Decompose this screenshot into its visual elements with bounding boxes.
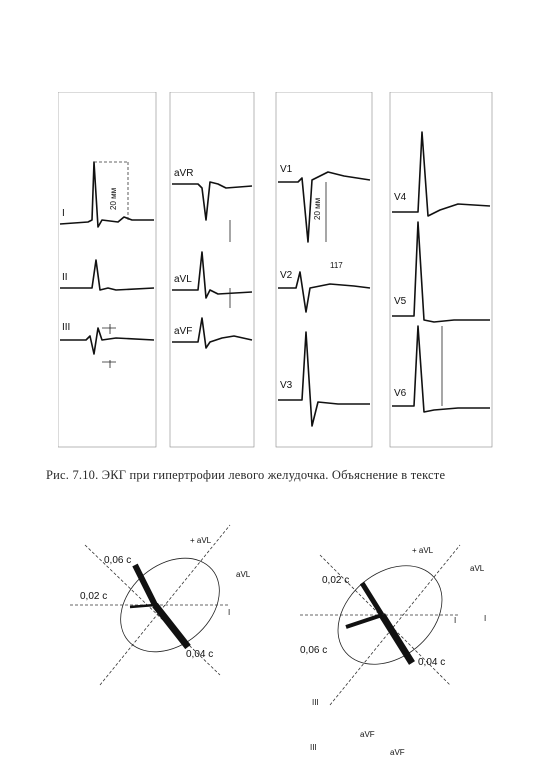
ecg-panel-limb-1: I 20 мм II III [58, 92, 157, 448]
time-label-0-04: 0,04 c [186, 649, 213, 660]
bottom-right-label: aVF [390, 748, 405, 757]
time-label-0-06: 0,06 c [104, 555, 131, 566]
time-label-0-02-right: 0,02 c [322, 575, 349, 586]
avl-pole-label: + aVL [190, 536, 212, 545]
ecg-panel-limb-2: aVR aVL aVF [169, 92, 255, 448]
axis-label-i: I [228, 608, 230, 617]
lead-label-v5: V5 [394, 296, 407, 307]
avl-pole-label-right: + aVL [412, 546, 434, 555]
vector-figure: 0,06 c 0,02 c 0,04 c + aVL I aVL 0,02 c … [70, 524, 486, 757]
measure-label-1: 20 мм [109, 188, 118, 210]
lead-label-v4: V4 [394, 192, 407, 203]
side-label-avl: aVL [236, 570, 251, 579]
lead-label-v2: V2 [280, 270, 293, 281]
figure-caption: Рис. 7.10. ЭКГ при гипертрофии левого же… [46, 468, 446, 482]
ecg-panel-chest-2: V4 V5 V6 [389, 92, 493, 448]
lead-label-iii: III [62, 322, 70, 333]
time-label-0-04-right: 0,04 c [418, 657, 445, 668]
side-label-avl-right: aVL [470, 564, 485, 573]
bottom-left-label: III [310, 743, 317, 752]
measure-label-3: 117 [330, 261, 343, 270]
ecg-figure: I 20 мм II III aVR aVL aVF V1 20 мм [58, 92, 493, 448]
lead-iii-label: III [312, 698, 319, 707]
avf-pole-label: aVF [360, 730, 375, 739]
vector-diagram-right: 0,02 c 0,06 c 0,04 c + aVL I aVL I III a… [300, 544, 486, 757]
axis-label-i-right: I [454, 616, 456, 625]
time-label-0-06-right: 0,06 c [300, 645, 327, 656]
measure-label-2: 20 мм [313, 198, 322, 220]
time-label-0-02: 0,02 c [80, 591, 107, 602]
lead-label-avf: aVF [174, 326, 192, 337]
lead-label-v1: V1 [280, 164, 293, 175]
vector-diagram-left: 0,06 c 0,02 c 0,04 c + aVL I aVL [70, 524, 251, 686]
lead-label-v6: V6 [394, 388, 407, 399]
lead-label-ii: II [62, 272, 68, 283]
lead-label-i: I [62, 208, 65, 219]
lead-label-avl: aVL [174, 274, 192, 285]
ecg-panel-chest-1: V1 20 мм V2 117 V3 [275, 92, 373, 448]
lead-label-avr: aVR [174, 168, 193, 179]
side-label-i-right: I [484, 614, 486, 623]
lead-label-v3: V3 [280, 380, 293, 391]
